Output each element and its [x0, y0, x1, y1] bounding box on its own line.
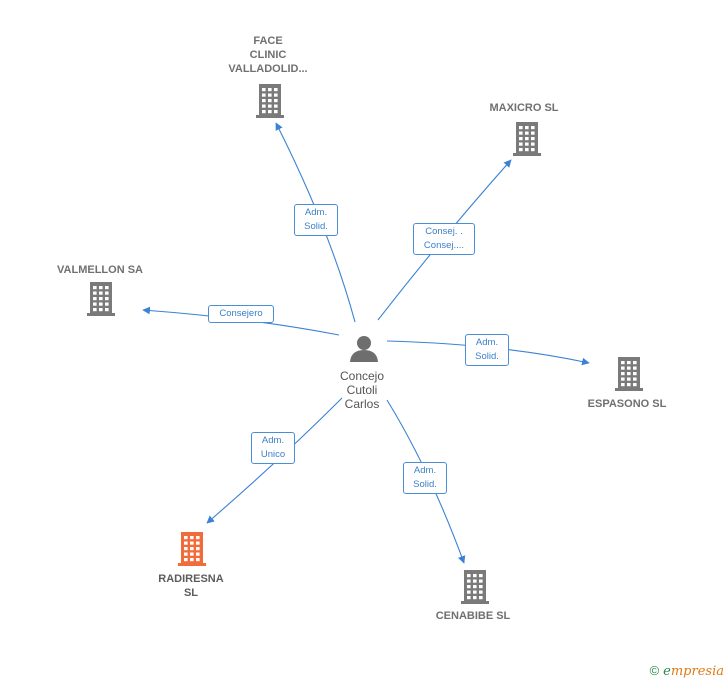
company-name-radiresna[interactable]: RADIRESNA SL — [158, 573, 224, 599]
building-icon-valmellon[interactable] — [87, 282, 115, 316]
relation-label-espasono: Adm. Solid. — [465, 334, 509, 366]
relation-label-maxicro: Consej. . Consej.... — [413, 223, 475, 255]
building-icon-maxicro[interactable] — [513, 122, 541, 156]
relation-label-valmellon: Consejero — [208, 305, 274, 323]
company-name-valmellon[interactable]: VALMELLON SA — [57, 264, 143, 276]
building-icon-espasono[interactable] — [615, 357, 643, 391]
person-name[interactable]: Concejo Cutoli Carlos — [339, 369, 385, 411]
building-icon-face[interactable] — [256, 84, 284, 118]
relation-label-face: Adm. Solid. — [294, 204, 338, 236]
building-icon-cenabibe[interactable] — [461, 570, 489, 604]
company-name-espasono[interactable]: ESPASONO SL — [587, 398, 667, 410]
company-name-maxicro[interactable]: MAXICRO SL — [489, 102, 559, 114]
person-icon[interactable] — [350, 336, 378, 362]
company-name-cenabibe[interactable]: CENABIBE SL — [435, 610, 511, 622]
copyright-icon: © — [649, 663, 660, 678]
building-icon-radiresna[interactable] — [178, 532, 206, 566]
relation-label-radiresna: Adm. Unico — [251, 432, 295, 464]
brand-initial: e — [663, 664, 671, 679]
brand-footer[interactable]: ©empresia — [650, 663, 724, 679]
company-name-face[interactable]: FACE CLINIC VALLADOLID... — [228, 35, 308, 75]
relation-label-cenabibe: Adm. Solid. — [403, 462, 447, 494]
brand-name: mpresia — [670, 664, 724, 679]
